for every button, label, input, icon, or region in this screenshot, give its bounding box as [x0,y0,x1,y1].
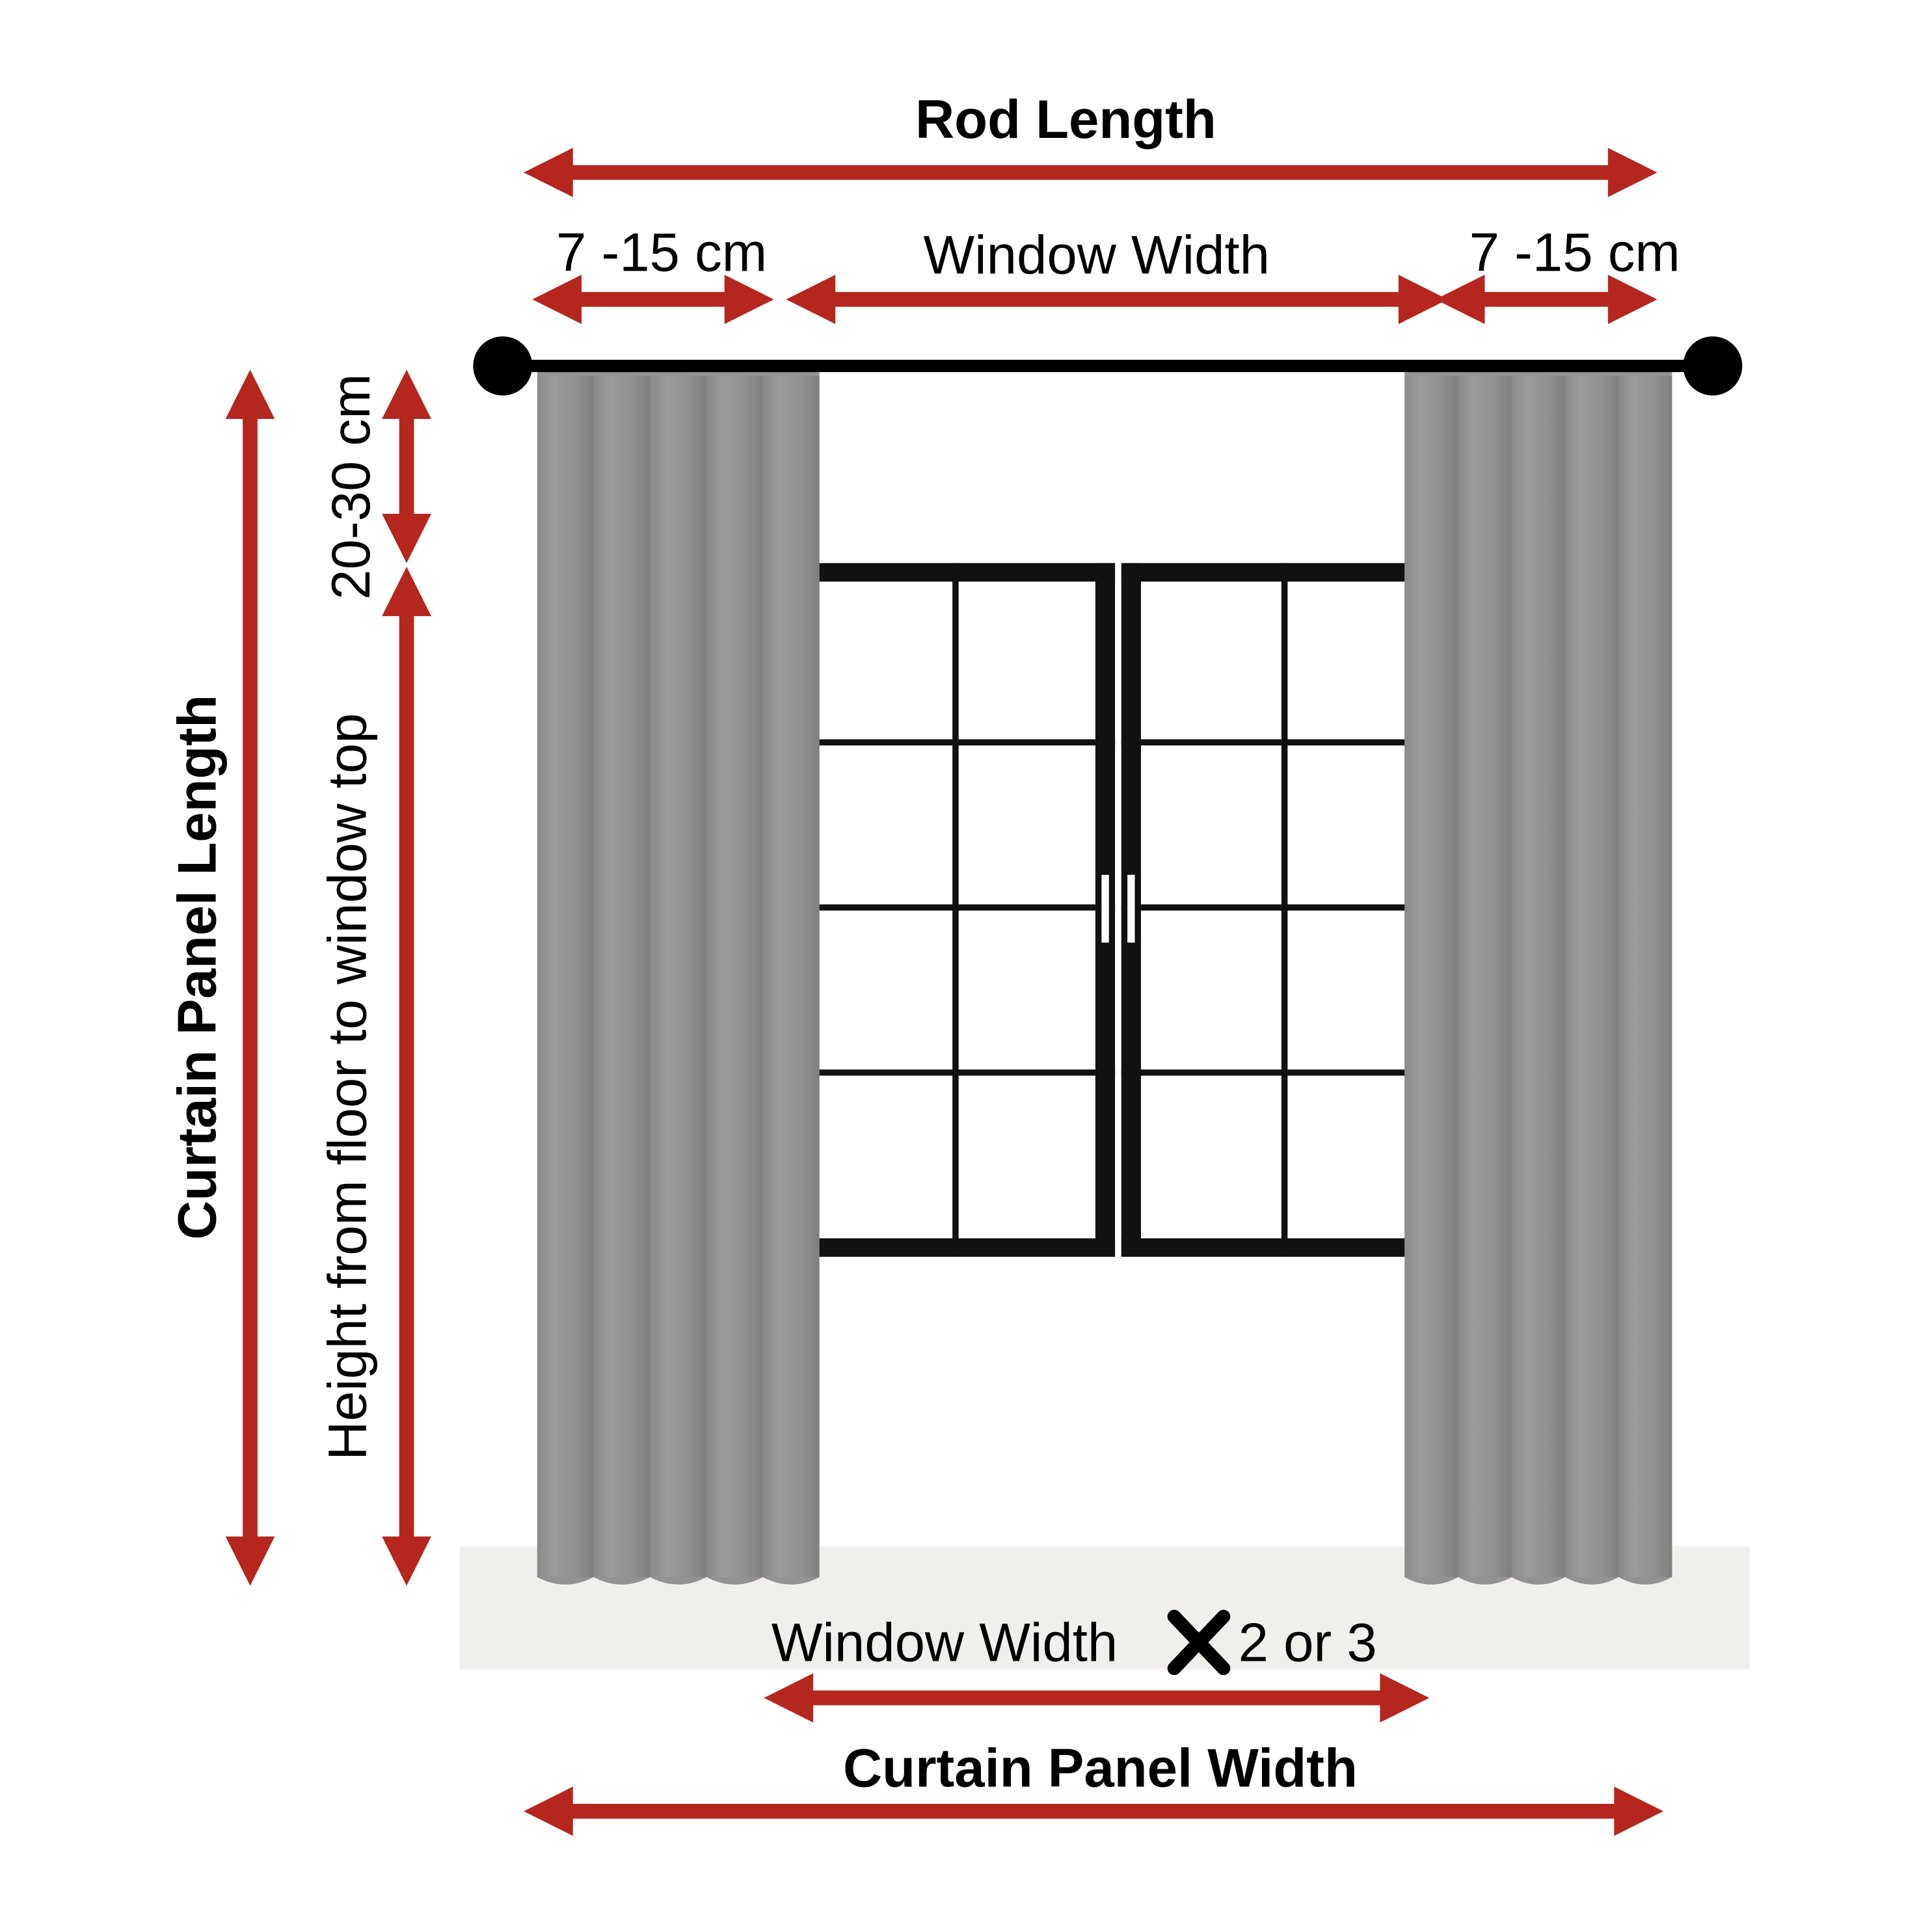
curtain-panel-width-arrow [524,1786,1664,1836]
rod-finial-right [1683,336,1743,396]
curtain-fold [762,375,820,1577]
side-margin-right-arrow [1435,275,1657,325]
curtain-right [1404,369,1672,1585]
window-width-multiplier-arrow [764,1673,1430,1723]
window-handle-right [1127,874,1135,943]
curtain-fold [1404,375,1458,1577]
window-width-arrow [786,275,1448,325]
curtain-fold [1511,375,1565,1577]
height-floor-to-window-top-label: Height from floor to window top [317,713,378,1460]
rod-finial-left [473,336,533,396]
curtain-rod [473,336,1743,396]
above-window-arrow [382,369,431,563]
curtain-panel-width-label: Curtain Panel Width [843,1737,1358,1798]
window-width-label: Window Width [924,224,1270,285]
height-floor-to-window-top-arrow [382,567,431,1586]
window-width-multiplier-label: Window Width [771,1612,1118,1672]
curtain-panel-length-label: Curtain Panel Length [167,695,227,1240]
window-handle-left [1101,874,1109,943]
curtain-fold [537,375,594,1577]
curtain-fold [650,375,707,1577]
rod-length-label: Rod Length [915,89,1216,150]
multiply-icon [1167,1609,1231,1676]
side-margin-left-arrow [532,275,774,325]
curtain-fold [1564,375,1619,1577]
curtain-left [537,369,820,1585]
curtain-fold [593,375,651,1577]
above-window-label: 20-30 cm [321,374,381,600]
curtain-panel-length-arrow [225,369,275,1586]
window-width-multiplier-suffix: 2 or 3 [1239,1612,1377,1672]
side-margin-left-label: 7 -15 cm [556,222,767,283]
window [794,563,1442,1257]
window-width-multiplier-prefix: Window Width [771,1612,1118,1672]
side-margin-right-label: 7 -15 cm [1469,222,1680,283]
curtain-fold [706,375,763,1577]
rod-length-arrow [524,148,1657,198]
curtain-fold [1618,375,1672,1577]
curtain-fold [1458,375,1512,1577]
